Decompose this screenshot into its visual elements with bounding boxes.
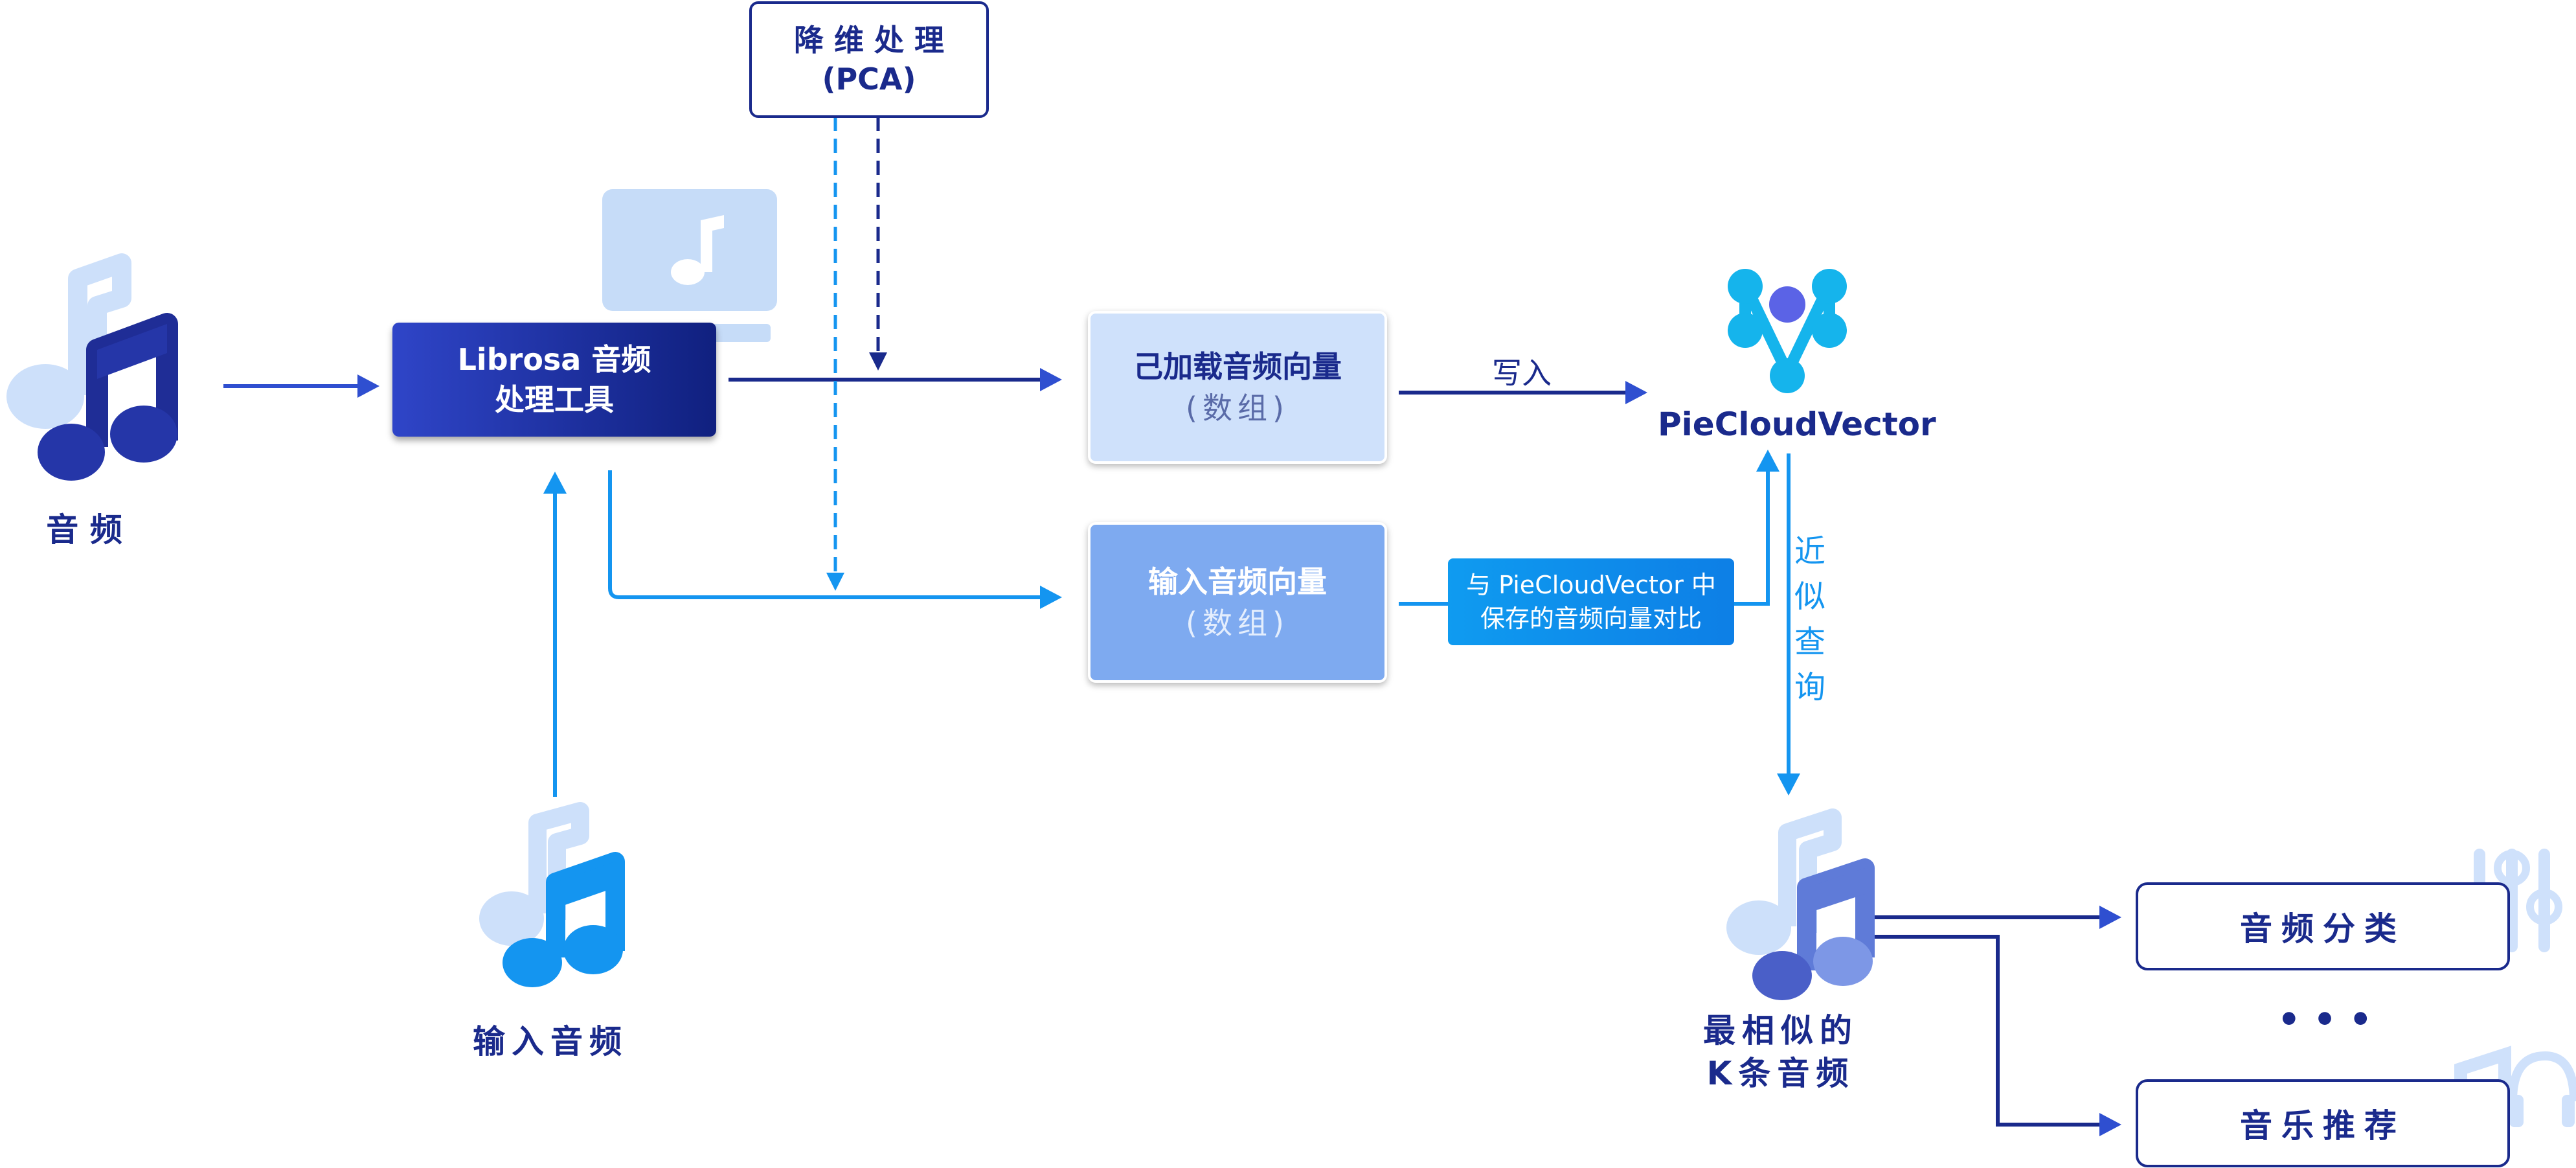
compare-line1: 与 PieCloudVector 中 <box>1466 571 1716 599</box>
arrowhead-approx-query <box>1777 773 1800 796</box>
computer-music-icon <box>602 189 777 342</box>
music-note-icon <box>6 253 178 481</box>
ellipsis: • • • <box>2277 999 2373 1041</box>
arrowhead-pca-to-input <box>826 573 844 591</box>
arrowhead-input-audio-to-tool <box>543 472 567 494</box>
arrowhead-audio-to-tool <box>357 374 379 398</box>
approx-query-char: 似 <box>1794 578 1825 615</box>
arrow-topk-to-recommend <box>1873 935 2105 1127</box>
librosa-tool-box: Librosa 音频 处理工具 <box>392 323 716 437</box>
loaded-vectors-doc: 己加载音频向量 (数组) <box>1088 311 1387 464</box>
topk-music-note-icon <box>1726 808 1875 1000</box>
arrowhead-write <box>1625 381 1647 404</box>
input-vec-line2: (数组) <box>1186 606 1289 641</box>
approx-query-char: 近 <box>1794 533 1825 569</box>
arrowhead-note-to-db <box>1756 450 1779 472</box>
pca-box: 降 维 处 理 (PCA) <box>749 1 989 118</box>
arrowhead-pca-to-loaded <box>869 352 887 371</box>
approx-query-label: 近 似 查 询 <box>1794 529 1826 710</box>
music-recommendation-box: 音乐推荐 <box>2136 1079 2510 1167</box>
audio-classification-box: 音频分类 <box>2136 882 2510 970</box>
loaded-line2: (数组) <box>1186 391 1289 426</box>
topk-line1: 最相似的 <box>1703 1012 1859 1049</box>
approx-query-char: 询 <box>1794 669 1825 705</box>
input-audio-label: 输入音频 <box>473 1023 628 1060</box>
input-vec-line1: 输入音频向量 <box>1148 564 1327 599</box>
db-name: PieCloudVector <box>1658 406 1936 443</box>
topk-line2: K条音频 <box>1706 1055 1855 1092</box>
loaded-line1: 己加载音频向量 <box>1133 349 1342 384</box>
tool-line1: Librosa 音频 <box>457 342 651 377</box>
arrowhead-tool-to-input-vector <box>1040 586 1062 609</box>
arrowhead-topk-to-classify <box>2099 906 2121 929</box>
pca-line2: (PCA) <box>822 62 916 97</box>
pca-line1: 降 维 处 理 <box>793 23 945 58</box>
write-edge-label: 写入 <box>1492 356 1552 391</box>
tool-line2: 处理工具 <box>495 382 614 417</box>
input-music-note-icon <box>479 802 625 987</box>
input-vectors-doc: 输入音频向量 (数组) <box>1088 522 1387 683</box>
arrow-note-to-db <box>1734 466 1770 606</box>
piecloudvector-logo-icon <box>1728 269 1847 393</box>
approx-query-char: 查 <box>1794 624 1825 660</box>
audio-label: 音 频 <box>46 511 122 549</box>
arrow-tool-to-input-vector <box>608 470 1046 599</box>
topk-label: 最相似的 K条音频 <box>1684 1009 1878 1095</box>
arrowhead-topk-to-recommend <box>2099 1113 2121 1136</box>
arrowhead-tool-to-loaded <box>1040 368 1062 391</box>
compare-line2: 保存的音频向量对比 <box>1480 604 1702 633</box>
compare-note: 与 PieCloudVector 中 保存的音频向量对比 <box>1448 558 1734 645</box>
